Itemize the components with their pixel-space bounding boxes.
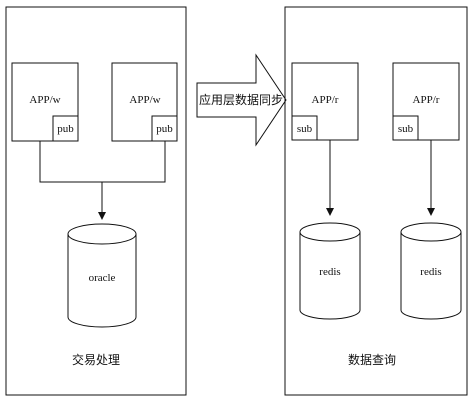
reader-app-1: APP/r sub bbox=[291, 62, 359, 141]
redis-cache-2: redis bbox=[400, 222, 462, 320]
reader-app-1-sub-label: sub bbox=[297, 123, 313, 135]
reader-app-1-label: APP/r bbox=[312, 94, 339, 106]
transaction-panel-caption: 交易处理 bbox=[72, 352, 120, 367]
query-panel-caption: 数据查询 bbox=[348, 352, 396, 367]
reader-app-2-box bbox=[392, 62, 460, 141]
redis-1-label: redis bbox=[319, 266, 340, 278]
sync-arrow-shape bbox=[196, 53, 287, 147]
redis-2-label: redis bbox=[420, 266, 441, 278]
sync-arrow: 应用层数据同步 bbox=[196, 53, 287, 147]
redis-2-cylinder-body bbox=[400, 232, 462, 320]
query-panel: APP/r sub APP/r sub redis redis 数据查询 bbox=[284, 6, 468, 396]
redis-2-cylinder-top bbox=[400, 222, 462, 242]
redis-1-cylinder-top bbox=[299, 222, 361, 242]
sync-arrow-label: 应用层数据同步 bbox=[199, 92, 283, 107]
transaction-panel-border bbox=[5, 6, 187, 396]
oracle-database: oracle bbox=[67, 223, 137, 328]
reader-app-2-sub-label: sub bbox=[398, 123, 414, 135]
writer-app-1-pub-label: pub bbox=[57, 123, 74, 135]
writer-app-2-pub-port bbox=[151, 115, 178, 142]
writer-app-1-pub-port bbox=[52, 115, 79, 142]
writer-app-2: APP/w pub bbox=[111, 62, 178, 142]
pub-to-oracle-connector bbox=[39, 141, 166, 183]
writer-app-1-label: APP/w bbox=[29, 94, 60, 106]
oracle-label: oracle bbox=[89, 272, 116, 284]
reader-app-2-sub-port bbox=[392, 115, 419, 141]
writer-app-2-label: APP/w bbox=[129, 94, 160, 106]
redis-1-cylinder-body bbox=[299, 232, 361, 320]
redis-cache-1: redis bbox=[299, 222, 361, 320]
reader-app-2-label: APP/r bbox=[413, 94, 440, 106]
oracle-cylinder-body bbox=[67, 234, 137, 328]
transaction-panel: APP/w pub APP/w pub oracle 交易处理 bbox=[5, 6, 187, 396]
reader-app-2: APP/r sub bbox=[392, 62, 460, 141]
writer-app-2-pub-label: pub bbox=[156, 123, 173, 135]
query-panel-border bbox=[284, 6, 468, 396]
oracle-cylinder-top bbox=[67, 223, 137, 245]
writer-app-1: APP/w pub bbox=[11, 62, 79, 142]
reader-app-1-sub-port bbox=[291, 115, 318, 141]
